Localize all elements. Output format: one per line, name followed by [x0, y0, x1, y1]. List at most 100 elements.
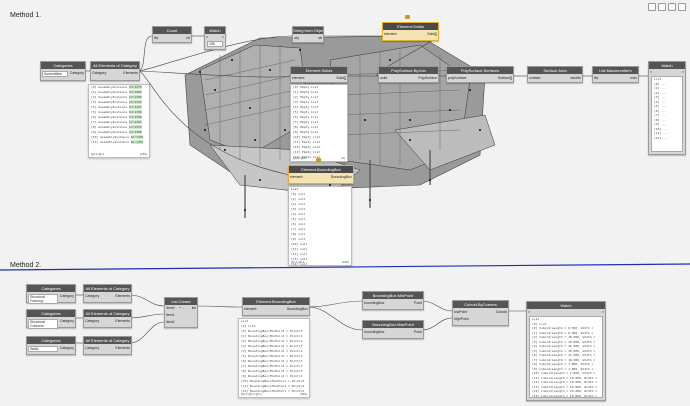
input-port-low[interactable]: lowPoint [454, 310, 468, 314]
input-port-2[interactable]: item2 [166, 320, 175, 324]
watch-node-right[interactable]: Watch > > List[0] ...[1] ...[2] ...[3] .… [648, 61, 686, 155]
watch-node-m2[interactable]: Watch > > List[0] List[0] Cuboid(Length … [526, 301, 606, 401]
polysurface-surfaces-node[interactable]: PolySurface.Surfaces polySurface Surface… [446, 66, 514, 83]
element-solids-preview[interactable]: [0] Empty List[1] Empty List[2] Empty Li… [290, 84, 348, 162]
all-elements-preview[interactable]: [0] AssemblyInstance Id:1275[1] Assembly… [88, 84, 150, 158]
output-port[interactable]: Elements [115, 346, 130, 350]
categories-dropdown[interactable]: Structural Columns [28, 319, 58, 329]
input-port[interactable]: boundingBox [364, 301, 385, 305]
element-id-link[interactable]: Id:1388 [128, 130, 142, 134]
output-port[interactable]: int [186, 36, 190, 40]
element-id-link[interactable]: Id:1284 [128, 90, 142, 94]
element-boundingbox-node[interactable]: Element.BoundingBox element BoundingBox [288, 165, 354, 184]
input-port[interactable]: Category [92, 71, 107, 75]
output-port[interactable]: Point [414, 330, 422, 334]
input-port[interactable]: surface [529, 76, 541, 80]
pin-icon[interactable] [316, 158, 321, 162]
output-port[interactable]: double [570, 76, 581, 80]
input-port[interactable]: list [154, 36, 159, 40]
input-port[interactable]: Category [85, 319, 100, 323]
element-solids-top-node[interactable]: Element.Solids element Solid[] [382, 22, 439, 41]
boundingbox-minpoint-node[interactable]: BoundingBox.MinPoint boundingBox Point [362, 291, 424, 310]
output-port[interactable]: Solid[] [336, 76, 346, 80]
element-id-link[interactable]: Id:1275 [128, 85, 142, 89]
surface-area-node[interactable]: Surface.Area surface double [527, 66, 583, 83]
output-port[interactable]: Solid[] [427, 32, 437, 36]
input-port[interactable]: element [244, 307, 257, 311]
list-create-node[interactable]: List.Create item0 item1 item2 + - list [164, 297, 198, 328]
watch-node-small[interactable]: Watch > > 185 [204, 26, 226, 50]
input-port[interactable]: solid [380, 76, 388, 80]
input-port[interactable]: boundingBox [364, 330, 385, 334]
input-port[interactable]: Category [85, 294, 100, 298]
all-elements-node[interactable]: All Elements of Category Category Elemen… [90, 61, 140, 81]
output-port[interactable]: Point [414, 301, 422, 305]
categories-dropdown[interactable]: Walls [28, 346, 58, 352]
element-id-link[interactable]: Id:1361 [128, 120, 142, 124]
input-port[interactable]: polySurface [448, 76, 467, 80]
output-port[interactable]: Elements [115, 294, 130, 298]
output-port[interactable]: > [681, 70, 684, 74]
input-port[interactable]: list [594, 76, 599, 80]
output-port[interactable]: Cuboid [495, 310, 507, 314]
list-maximum-item-node[interactable]: List.MaximumItem list max [592, 66, 639, 83]
element-id-link[interactable]: Id:1372 [128, 125, 142, 129]
element-id-link[interactable]: Id:1349 [128, 115, 142, 119]
input-port[interactable]: > [206, 35, 209, 39]
categories-columns-node[interactable]: Categories Structural Columns Category [26, 309, 76, 329]
output-port[interactable]: Category [69, 71, 84, 75]
input-port[interactable]: > [650, 70, 653, 74]
categories-dropdown[interactable]: Structural Framing [28, 294, 58, 304]
output-port[interactable]: str [318, 36, 322, 40]
boundingbox-preview[interactable]: List[0] null[1] null[2] null[3] null[4] … [288, 186, 352, 266]
output-port[interactable]: PolySurface [418, 76, 437, 80]
output-port[interactable]: Category [59, 319, 74, 323]
maximize-icon[interactable] [678, 3, 686, 11]
input-port[interactable]: obj [294, 36, 299, 40]
input-port-0[interactable]: item0 [166, 306, 175, 310]
remove-input-button[interactable]: - [183, 306, 185, 310]
element-id-link[interactable]: Id:1312 [128, 100, 142, 104]
output-port[interactable]: > [221, 35, 224, 39]
polysurface-byjoin-node[interactable]: PolySurface.ByJoin solid PolySurface [378, 66, 439, 83]
watch-output[interactable]: List[0] List[0] Cuboid(Length = 0.500, W… [529, 316, 603, 398]
all-elements-columns-node[interactable]: All Elements of Category Category Elemen… [83, 309, 132, 328]
categories-node[interactable]: Categories Assemblies Category [40, 61, 86, 81]
output-port[interactable]: Elements [115, 319, 130, 323]
output-port[interactable]: BoundingBox [331, 175, 352, 179]
input-port[interactable]: element [384, 32, 397, 36]
output-port[interactable]: Elements [123, 71, 138, 75]
watch-output[interactable]: List[0] ...[1] ...[2] ...[3] ...[4] ...[… [651, 76, 683, 152]
output-port[interactable]: Category [59, 346, 74, 350]
element-id-link[interactable]: Id:1395 [130, 135, 144, 139]
output-port[interactable]: list [191, 306, 196, 310]
close-icon[interactable] [658, 3, 666, 11]
all-elements-walls-node[interactable]: All Elements of Category Category Elemen… [83, 336, 132, 355]
add-input-button[interactable]: + [179, 306, 182, 310]
categories-walls-node[interactable]: Categories Walls Category [26, 336, 76, 355]
boundingbox-maxpoint-node[interactable]: BoundingBox.MaxPoint boundingBox Point [362, 320, 424, 339]
string-from-object-node[interactable]: String from Object obj str [292, 26, 324, 43]
output-port[interactable]: Surface[] [497, 76, 512, 80]
all-elements-framing-node[interactable]: All Elements of Category Category Elemen… [83, 284, 132, 303]
output-port[interactable]: > [601, 310, 604, 314]
element-id-link[interactable]: Id:1327 [128, 105, 142, 109]
element-id-link[interactable]: Id:1296 [128, 95, 142, 99]
input-port-high[interactable]: highPoint [454, 317, 469, 321]
element-solids-mid-node[interactable]: Element.Solids element Solid[] [290, 66, 348, 83]
input-port[interactable]: element [292, 76, 305, 80]
minimize-icon[interactable] [668, 3, 676, 11]
input-port[interactable]: Category [85, 346, 100, 350]
input-port[interactable]: element [290, 175, 303, 179]
pin-window-icon[interactable] [648, 3, 656, 11]
element-id-link[interactable]: Id:1407 [130, 140, 144, 144]
pin-icon[interactable] [405, 15, 410, 19]
output-port[interactable]: BoundingBox [287, 307, 308, 311]
output-port[interactable]: Category [59, 294, 74, 298]
categories-dropdown[interactable]: Assemblies [42, 71, 68, 77]
count-node[interactable]: Count list int [152, 26, 192, 43]
element-boundingbox-node-m2[interactable]: Element.BoundingBox element BoundingBox [242, 297, 310, 316]
cuboid-bycorners-node[interactable]: Cuboid.ByCorners lowPoint highPoint Cubo… [452, 300, 509, 326]
categories-framing-node[interactable]: Categories Structural Framing Category [26, 284, 76, 304]
input-port-1[interactable]: item1 [166, 313, 175, 317]
